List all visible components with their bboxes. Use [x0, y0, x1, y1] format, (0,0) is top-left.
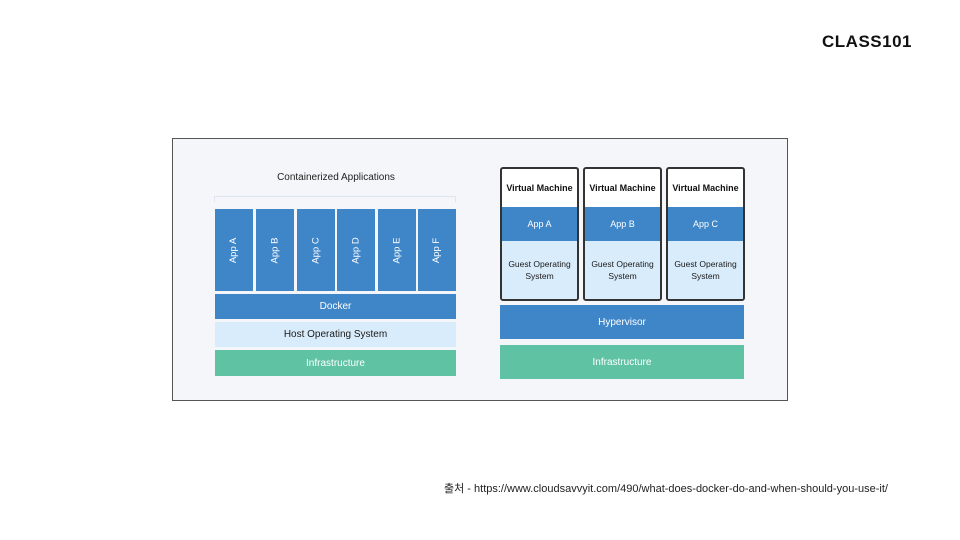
docker-layer: Docker — [215, 294, 456, 319]
vm-title: Virtual Machine — [672, 183, 739, 193]
container-app-label: App F — [431, 237, 443, 263]
vm-title: Virtual Machine — [506, 183, 573, 193]
vm-guest-os: Guest Operating System — [585, 241, 660, 299]
vm-app: App B — [585, 207, 660, 241]
container-app-label: App C — [310, 236, 322, 264]
virtual-machine-3: Virtual Machine App C Guest Operating Sy… — [666, 167, 745, 301]
vm-title: Virtual Machine — [589, 183, 656, 193]
container-infrastructure-layer: Infrastructure — [215, 350, 456, 376]
container-app-f: App F — [418, 209, 456, 291]
brand-logo: CLASS101 — [822, 32, 912, 51]
virtual-machine-1: Virtual Machine App A Guest Operating Sy… — [500, 167, 579, 301]
vm-guest-os: Guest Operating System — [668, 241, 743, 299]
hypervisor-layer: Hypervisor — [500, 305, 744, 339]
container-app-label: App D — [350, 236, 362, 264]
container-app-c: App C — [297, 209, 335, 291]
vm-infrastructure-layer: Infrastructure — [500, 345, 744, 379]
containers-bracket — [214, 196, 456, 202]
vm-guest-os: Guest Operating System — [502, 241, 577, 299]
container-app-a: App A — [215, 209, 253, 291]
vm-app: App A — [502, 207, 577, 241]
containers-title: Containerized Applications — [277, 172, 395, 183]
vm-app: App C — [668, 207, 743, 241]
container-app-b: App B — [256, 209, 294, 291]
container-app-d: App D — [337, 209, 375, 291]
host-os-layer: Host Operating System — [215, 322, 456, 347]
container-app-label: App E — [391, 237, 403, 263]
container-app-label: App A — [228, 237, 240, 263]
container-app-e: App E — [378, 209, 416, 291]
container-app-label: App B — [269, 237, 281, 263]
source-citation: 출처 - https://www.cloudsavvyit.com/490/wh… — [444, 483, 888, 495]
virtual-machine-2: Virtual Machine App B Guest Operating Sy… — [583, 167, 662, 301]
